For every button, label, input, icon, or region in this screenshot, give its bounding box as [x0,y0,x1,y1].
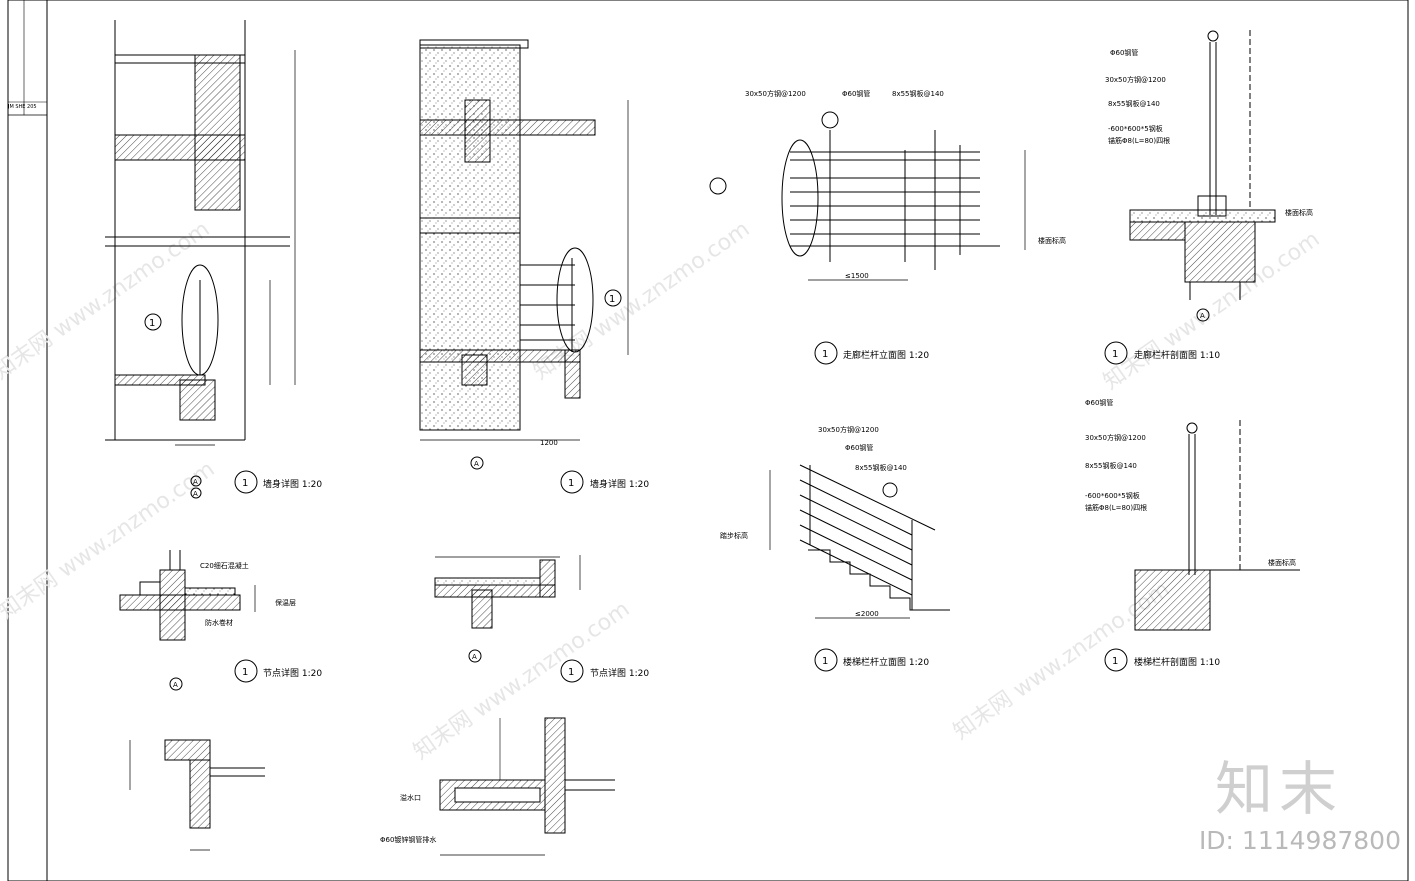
note-square-tube: 30x50方钢@1200 [1085,433,1146,442]
callout-d1: 1 A A 1 墙身详图 1:20 [144,313,322,499]
note-flat-bar: 8x55钢板@140 [1108,99,1160,108]
detail-number: 1 [242,667,248,678]
axis-label: A [173,681,178,689]
detail-number: 1 [1112,349,1118,360]
callout-d2: 1200 1 A 1 墙身详图 1:20 [470,289,649,494]
note-embed-plate: -600*600*5钢板 [1108,124,1163,133]
callout-gutter: 溢水口 Φ60镀锌钢管排水 [380,793,436,844]
detail-wall-section-2 [419,39,629,441]
axis-label: A [474,460,479,468]
note-rail: Φ60钢管 [842,89,870,98]
note-waterproof: 防水卷材 [205,618,233,627]
detail-title: 楼梯栏杆剖面图 1:10 [1134,656,1220,668]
watermark: 知末网 www.znzmo.com [409,597,634,765]
detail-number: 1 [822,349,828,360]
detail-number: 1 [1112,656,1118,667]
detail-parapet [129,739,265,851]
axis-label: A [193,478,198,486]
note-concrete: C20细石混凝土 [200,561,249,570]
callout-d7: 30x50方钢@1200 Φ60钢管 8x55钢板@140 踏步标高 ≤2000… [720,425,929,672]
detail-title: 墙身详图 1:20 [590,478,649,490]
note-rail: Φ60钢管 [845,443,873,452]
note-overflow: 溢水口 [400,793,421,802]
detail-corridor-railing-section [1129,30,1276,300]
title-block-text: JM SHE 205 [8,104,37,110]
callout-d5: 30x50方钢@1200 Φ60钢管 8x55钢板@140 楼面标高 ≤1500… [709,89,1066,365]
axis-label: A [1200,312,1205,320]
detail-title: 节点详图 1:20 [263,667,322,679]
detail-title: 走廊栏杆立面图 1:20 [843,349,929,361]
detail-number: 1 [822,656,828,667]
detail-node-2 [434,555,581,629]
sheet-frame [7,0,1409,881]
brand-id: ID: 1114987800 [1198,826,1401,855]
note-flat-bar: 8x55钢板@140 [892,89,944,98]
note-floor-level: 楼面标高 [1285,208,1313,217]
note-square-tube: 30x50方钢@1200 [745,89,806,98]
detail-corridor-railing-elevation [781,130,1026,281]
note-anchor: 锚筋Φ8(L=80)四根 [1085,503,1147,512]
detail-number: 1 [242,478,248,489]
dim-text: 1200 [540,439,558,447]
note-rail: Φ60钢管 [1110,48,1138,57]
note-square-tube: 30x50方钢@1200 [1105,75,1166,84]
callout-d4: A 1 节点详图 1:20 [468,649,649,683]
detail-title: 节点详图 1:20 [590,667,649,679]
detail-wall-section-1 [105,20,296,446]
note-square-tube: 30x50方钢@1200 [818,425,879,434]
detail-number: 1 [568,667,574,678]
callout-d3: C20细石混凝土 保温层 防水卷材 A 1 节点详图 1:20 [169,561,322,691]
note-floor-level: 楼面标高 [1038,236,1066,245]
callout-number: 1 [149,318,155,329]
note-floor-level: 楼面标高 [1268,558,1296,567]
callout-d8: Φ60钢管 30x50方钢@1200 8x55钢板@140 -600*600*5… [1085,398,1296,672]
note-stair-level: 踏步标高 [720,531,748,540]
detail-node-1 [119,550,256,641]
axis-label: A [472,653,477,661]
dim-text: ≤2000 [855,610,879,618]
brand-logo: 知末 [1214,755,1343,823]
note-insulation: 保温层 [275,598,296,607]
detail-number: 1 [568,478,574,489]
callout-d6: Φ60钢管 30x50方钢@1200 8x55钢板@140 -600*600*5… [1104,48,1313,365]
watermark-layer: 知末网 www.znzmo.com 知末网 www.znzmo.com 知末网 … [0,217,1324,765]
detail-gutter [439,717,615,856]
note-flat-bar: 8x55钢板@140 [855,463,907,472]
detail-title: 走廊栏杆剖面图 1:10 [1134,349,1220,361]
note-flat-bar: 8x55钢板@140 [1085,461,1137,470]
detail-title: 楼梯栏杆立面图 1:20 [843,656,929,668]
detail-title: 墙身详图 1:20 [263,478,322,490]
detail-stair-railing-elevation [769,464,950,619]
note-embed-plate: -600*600*5钢板 [1085,491,1140,500]
note-gutter: Φ60镀锌钢管排水 [380,835,436,844]
detail-stair-railing-section [1134,420,1300,631]
note-rail: Φ60钢管 [1085,398,1113,407]
callout-number: 1 [609,294,615,305]
watermark: 知末网 www.znzmo.com [0,217,214,385]
dim-text: ≤1500 [845,272,869,280]
note-anchor: 锚筋Φ8(L=80)四根 [1108,136,1170,145]
axis-label: A [193,490,198,498]
